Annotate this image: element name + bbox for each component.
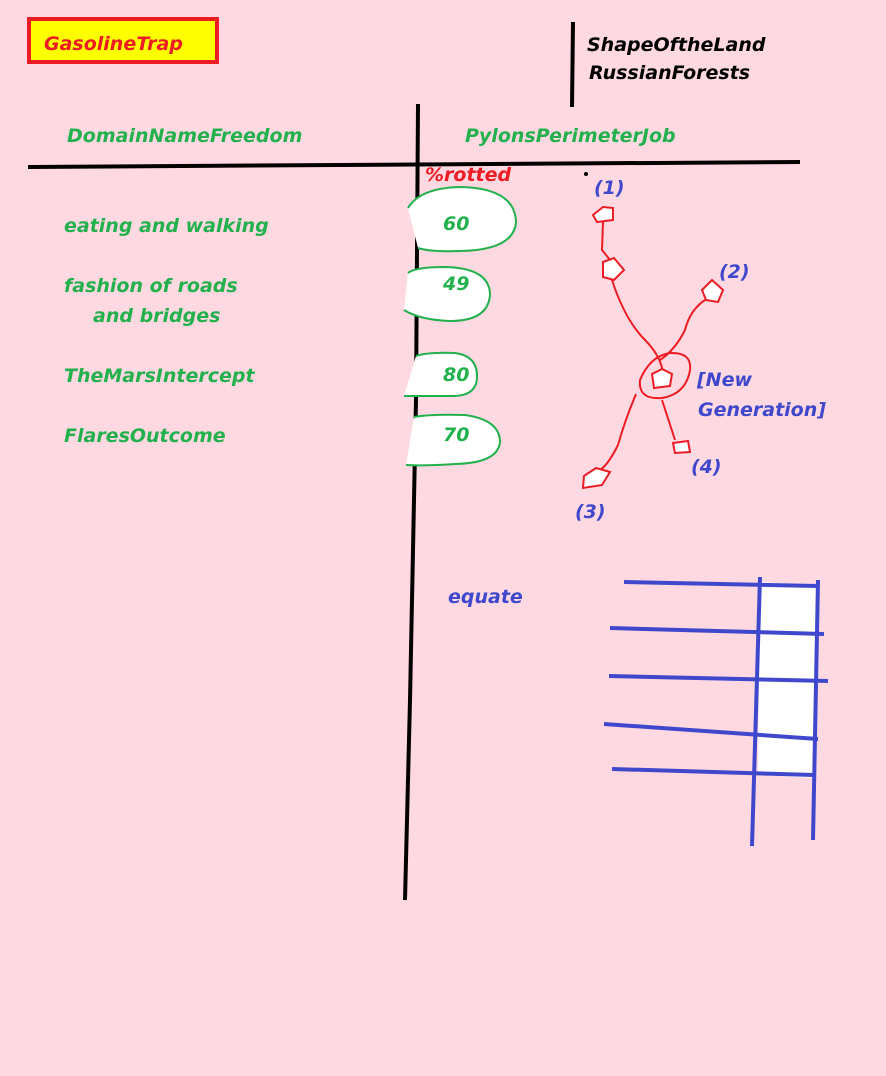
right-column-header: PylonsPerimeterJob	[465, 125, 676, 147]
tree-label-2: (2)	[719, 261, 750, 283]
tree-edge-1b	[611, 279, 664, 373]
row-label-1: eating and walking	[64, 215, 269, 237]
left-column-header: DomainNameFreedom	[67, 125, 303, 147]
tree-node-3	[581, 466, 612, 490]
tree-edge-4	[661, 399, 676, 441]
row-value-2: 49	[443, 273, 470, 295]
title-text: GasolineTrap	[44, 33, 183, 55]
equate-label: equate	[448, 586, 523, 608]
tree-label-4: (4)	[691, 456, 722, 478]
row-value-4: 70	[443, 424, 470, 446]
top-right-line1: ShapeOftheLand	[587, 34, 766, 56]
vertical-divider	[403, 103, 420, 901]
blue-grid	[603, 576, 829, 847]
tree-center-outer	[638, 351, 692, 400]
tree-node-2	[700, 278, 725, 304]
tree-node-mid	[602, 256, 626, 282]
tree-node-4	[671, 439, 692, 455]
horizontal-divider	[27, 160, 801, 169]
tree-edge-3	[599, 393, 637, 471]
value-oval-2	[403, 265, 492, 323]
row-label-4: FlaresOutcome	[64, 425, 226, 447]
row-label-2a: fashion of roads	[64, 275, 238, 297]
tree-label-1: (1)	[594, 177, 625, 199]
value-oval-1	[407, 185, 518, 253]
rotted-label: %rotted	[425, 164, 512, 186]
tree-edge-1a	[600, 221, 611, 261]
value-oval-3	[404, 351, 479, 398]
title-box	[27, 17, 219, 64]
dot	[584, 172, 588, 176]
red-tree	[581, 205, 725, 490]
tree-label-3: (3)	[575, 501, 606, 523]
tree-center-label-1: [New	[697, 369, 753, 391]
tree-center-inner	[650, 367, 674, 390]
row-label-3: TheMarsIntercept	[64, 365, 255, 387]
row-value-3: 80	[443, 364, 470, 386]
value-oval-4	[405, 413, 502, 467]
top-right-divider	[570, 21, 575, 108]
tree-node-1	[591, 205, 614, 224]
row-value-1: 60	[443, 213, 470, 235]
tree-edge-2	[659, 299, 706, 361]
top-right-line2: RussianForests	[589, 62, 751, 84]
row-label-2b: and bridges	[93, 305, 221, 327]
tree-center-label-2: Generation]	[698, 399, 826, 421]
